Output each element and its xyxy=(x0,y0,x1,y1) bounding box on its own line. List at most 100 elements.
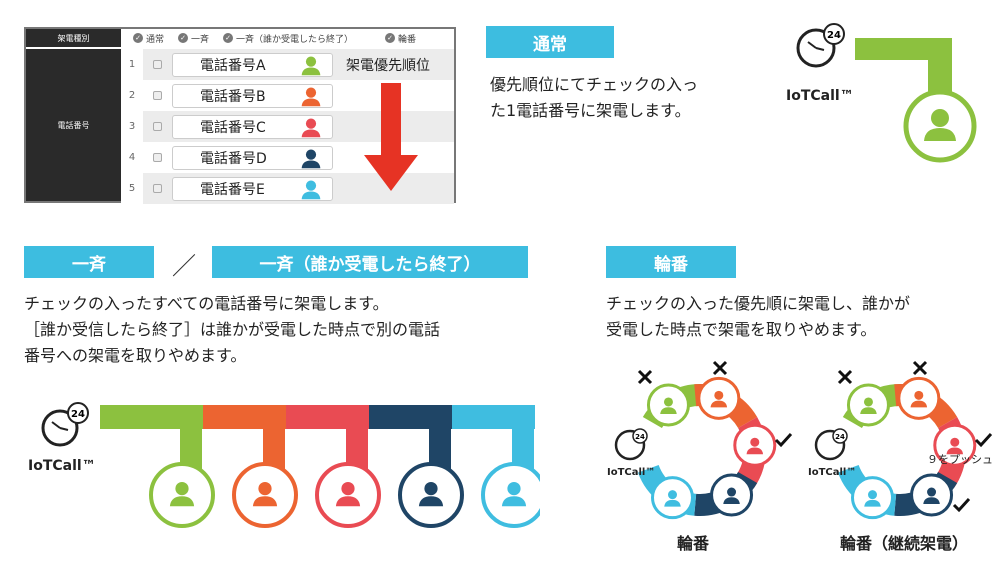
phone-field[interactable]: 電話番号B xyxy=(172,83,333,108)
desc-line: チェックの入ったすべての電話番号に架電します。 xyxy=(24,294,389,313)
simultaneous-diagram xyxy=(100,405,540,528)
person-icon xyxy=(301,149,321,168)
phone-field[interactable]: 電話番号E xyxy=(172,176,333,201)
simultaneous-label: 一斉 xyxy=(24,246,154,278)
desc-line: ［誰か受信したら終了］は誰かが受電した時点で別の電話 xyxy=(24,320,441,339)
phone-label: 電話番号B xyxy=(200,88,266,105)
person-icon xyxy=(501,482,527,507)
iotcall-logo: IoTCall™ xyxy=(808,467,857,478)
person-icon xyxy=(169,482,195,507)
person-icon xyxy=(301,180,321,199)
table-row: 4 電話番号D xyxy=(121,142,454,173)
rotation-label: 輪番 xyxy=(606,246,736,278)
phone-field[interactable]: 電話番号C xyxy=(172,114,333,139)
desc-line: 受電した時点で架電を取りやめます。 xyxy=(606,320,877,339)
phone-label: 電話番号D xyxy=(200,150,267,167)
person-icon xyxy=(864,490,881,507)
option-label: 輪番 xyxy=(398,34,417,45)
rotation-description: チェックの入った優先順に架電し、誰かが受電した時点で架電を取りやめます。 xyxy=(606,291,910,343)
branch-drop xyxy=(512,405,534,475)
phone-label: 電話番号C xyxy=(200,119,266,136)
option-rotation[interactable]: ✓輪番 xyxy=(385,32,416,45)
option-label: 通常 xyxy=(146,34,165,45)
person-icon xyxy=(946,437,964,455)
option-label: 一斉（誰か受電したら終了） xyxy=(236,34,354,45)
svg-text:24: 24 xyxy=(71,409,85,420)
normal-label: 通常 xyxy=(486,26,614,58)
slash: ／ xyxy=(172,252,196,280)
phone-label: 電話番号A xyxy=(200,57,266,74)
person-icon xyxy=(723,487,740,505)
svg-text:24: 24 xyxy=(835,433,845,441)
check-icon: ✓ xyxy=(385,33,396,43)
callee-circle xyxy=(481,462,540,528)
person-icon xyxy=(301,87,321,106)
person-icon xyxy=(335,482,361,507)
row-checkbox[interactable] xyxy=(153,184,162,193)
iotcall-logo: IoTCall™ xyxy=(28,458,96,474)
row-number: 4 xyxy=(121,142,143,173)
row-number: 3 xyxy=(121,111,143,142)
person-icon xyxy=(418,482,444,507)
branch-drop xyxy=(346,405,368,475)
rotation-diagrams: 24 24 xyxy=(614,360,993,520)
person-icon xyxy=(660,397,677,414)
desc-line: 番号への架電を取りやめます。 xyxy=(24,346,247,365)
branch-drop xyxy=(263,405,285,475)
iotcall-logo: IoTCall™ xyxy=(786,88,854,104)
table-header: 架電種別 ✓通常 ✓一斉 ✓一斉（誰か受電したら終了） ✓輪番 xyxy=(26,29,454,47)
phone-field[interactable]: 電話番号A xyxy=(172,52,333,77)
cross-icon xyxy=(912,360,928,376)
check-icon xyxy=(774,432,793,448)
person-icon xyxy=(710,390,728,408)
cross-icon xyxy=(837,369,853,385)
option-simultaneous-end[interactable]: ✓一斉（誰か受電したら終了） xyxy=(223,32,353,45)
branch-drop xyxy=(180,405,202,475)
priority-label: 架電優先順位 xyxy=(346,58,430,74)
iotcall-clock-icon: 24 xyxy=(814,428,848,461)
iotcall-clock-icon: 24 xyxy=(614,428,648,461)
phone-label: 電話番号E xyxy=(200,181,265,198)
svg-text:24: 24 xyxy=(827,30,841,41)
priority-arrow-icon xyxy=(364,83,418,191)
push-note: ９をプッシュ xyxy=(927,453,993,466)
row-number: 1 xyxy=(121,49,143,80)
row-number: 5 xyxy=(121,173,143,204)
header-label: 架電種別 xyxy=(26,29,121,47)
side-label: 電話番号 xyxy=(26,49,121,201)
rotation-caption: 輪番 xyxy=(677,534,710,553)
table-row: 2 電話番号B xyxy=(121,80,454,111)
check-icon: ✓ xyxy=(223,33,234,43)
iotcall-clock-icon: 24 xyxy=(796,23,845,68)
iotcall-clock-icon: 24 xyxy=(41,402,89,447)
desc-line: た1電話番号に架電します。 xyxy=(490,101,691,120)
desc-line: 優先順位にてチェックの入っ xyxy=(490,75,699,94)
person-icon xyxy=(924,109,956,141)
option-normal[interactable]: ✓通常 xyxy=(133,32,164,45)
person-icon xyxy=(860,397,877,414)
simultaneous-end-label: 一斉（誰か受電したら終了） xyxy=(212,246,528,278)
table-row: 1 電話番号A xyxy=(121,49,454,80)
option-label: 一斉 xyxy=(191,34,210,45)
phone-field[interactable]: 電話番号D xyxy=(172,145,333,170)
svg-text:24: 24 xyxy=(635,433,645,441)
person-icon xyxy=(301,118,321,137)
row-number: 2 xyxy=(121,80,143,111)
cross-icon xyxy=(637,369,653,385)
branch-drop xyxy=(429,405,451,475)
iotcall-logo: IoTCall™ xyxy=(607,467,656,478)
check-icon: ✓ xyxy=(178,33,189,43)
row-checkbox[interactable] xyxy=(153,60,162,69)
desc-line: チェックの入った優先順に架電し、誰かが xyxy=(606,294,911,313)
row-checkbox[interactable] xyxy=(153,122,162,131)
person-icon xyxy=(252,482,278,507)
check-icon xyxy=(974,432,993,448)
row-checkbox[interactable] xyxy=(153,91,162,100)
check-icon: ✓ xyxy=(133,33,143,43)
person-icon xyxy=(301,56,321,75)
person-icon xyxy=(664,490,681,507)
option-simultaneous[interactable]: ✓一斉 xyxy=(178,32,209,45)
rotation-continuous-caption: 輪番（継続架電） xyxy=(840,534,969,553)
row-checkbox[interactable] xyxy=(153,153,162,162)
simultaneous-description: チェックの入ったすべての電話番号に架電します。 ［誰か受信したら終了］は誰かが受電… xyxy=(24,291,440,369)
